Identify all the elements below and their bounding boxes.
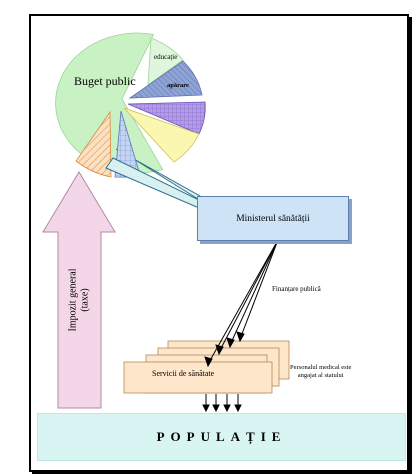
pie-slice-health	[75, 110, 112, 178]
pie-slice-label-aparare: apărare	[167, 82, 189, 89]
pie-slice-yellow	[123, 107, 200, 163]
funding-arrows	[204, 239, 279, 368]
pie-main-label: Buget public	[74, 74, 136, 88]
pie-slice-aparare	[128, 60, 203, 99]
services-label: Servicii de sănătate	[152, 369, 215, 378]
ministry-box: Ministerul sănătății	[197, 196, 349, 241]
ministry-label: Ministerul sănătății	[236, 213, 310, 224]
service-card-front	[123, 361, 273, 394]
population-arrows	[202, 394, 242, 413]
staff-note-line2: angajat al statului	[297, 372, 344, 380]
funding-label: Finanțare publică	[272, 285, 321, 293]
tax-arrow	[42, 171, 116, 409]
tax-label: Impozit general (taxe)	[68, 268, 91, 331]
staff-note: Personalul medical este angajat al statu…	[290, 364, 351, 380]
tax-label-line2: (taxe)	[79, 288, 90, 312]
tax-label-line1: Impozit general	[67, 268, 79, 332]
population-label: POPULAȚIE	[156, 429, 287, 444]
staff-note-line1: Personalul medical este	[290, 364, 352, 371]
pie-slice-label-educatie: educație	[154, 53, 178, 61]
population-band: POPULAȚIE	[37, 413, 406, 461]
pie-slice-educatie	[147, 37, 184, 86]
